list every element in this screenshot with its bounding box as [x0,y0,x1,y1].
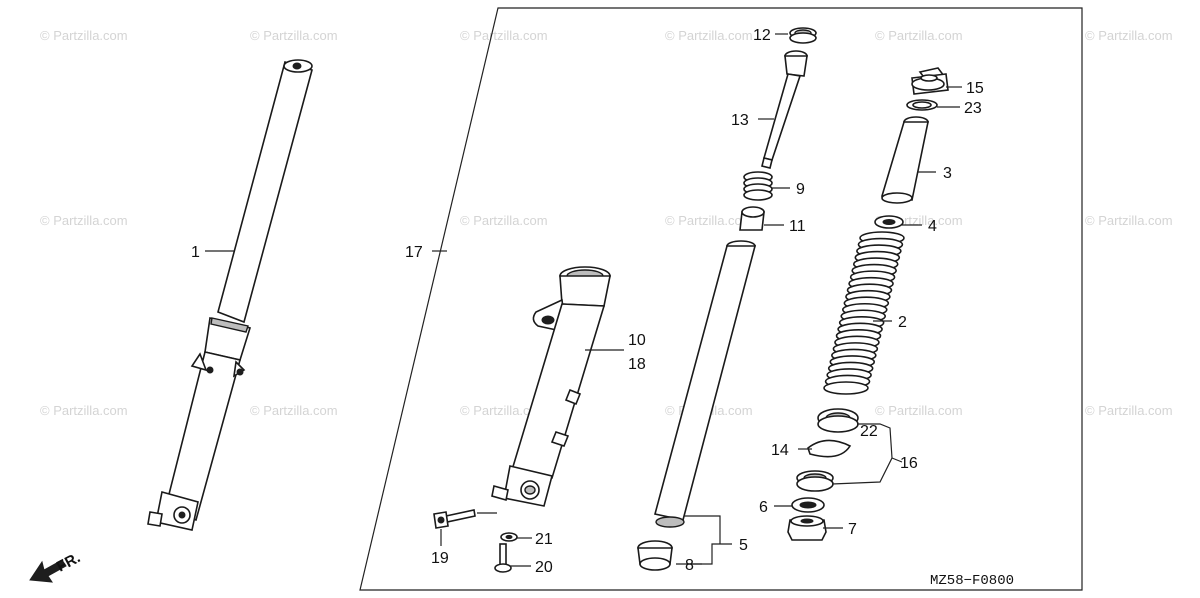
callout-8: 8 [685,557,694,574]
callout-14: 14 [771,442,789,459]
callout-20: 20 [535,559,553,576]
watermark: © Partzilla.com [40,213,128,228]
watermark: © Partzilla.com [665,28,753,43]
clip-part-14 [807,439,852,458]
bolt-part-19 [433,509,476,529]
callout-labels: 1 2 3 4 5 6 7 8 9 10 11 12 13 14 15 16 1… [191,27,984,576]
front-direction-label: FR. [54,549,83,575]
watermark: © Partzilla.com [40,403,128,418]
watermark: © Partzilla.com [460,28,548,43]
washer-part-4 [874,215,904,229]
callout-3: 3 [943,165,952,182]
watermark: © Partzilla.com [1085,213,1173,228]
oil-seal-part-22 [817,408,859,433]
spring-part-2 [823,231,905,395]
spring-part-9 [743,171,773,201]
callout-9: 9 [796,181,805,198]
callout-23: 23 [964,100,982,117]
callout-16: 16 [900,455,918,472]
watermark: © Partzilla.com [665,213,753,228]
watermark: © Partzilla.com [460,403,548,418]
watermark: © Partzilla.com [250,403,338,418]
callout-15: 15 [966,80,984,97]
callout-1: 1 [191,244,200,261]
callout-11: 11 [789,218,806,235]
callout-12: 12 [753,27,771,44]
callout-4: 4 [928,218,937,235]
o-ring-part-23 [906,99,938,111]
callout-19: 19 [431,550,449,567]
watermark: © Partzilla.com [875,403,963,418]
leader-lines [205,33,962,567]
washer-part-21 [500,532,518,542]
callout-5: 5 [739,537,748,554]
callout-7: 7 [848,521,857,538]
assembly-frame [359,7,1083,591]
callout-22: 22 [860,423,878,440]
callout-18: 18 [628,356,646,373]
callout-10: 10 [628,332,646,349]
callout-2: 2 [898,314,907,331]
watermark: © Partzilla.com [460,213,548,228]
callout-17: 17 [405,244,423,261]
watermark: © Partzilla.com [1085,403,1173,418]
fork-tube-part-5 [654,240,757,528]
piece-part-11 [739,206,765,231]
watermark: © Partzilla.com [875,28,963,43]
bolt-part-20 [494,543,512,573]
spring-coil [823,381,869,395]
ring-part-16 [796,470,834,492]
cap-bolt-part-15 [911,67,949,95]
ring-part-12 [789,27,817,44]
fork-slider-part-10-18 [491,266,611,507]
nut-part-7 [787,515,827,541]
callout-13: 13 [731,112,749,129]
damper-rod-part-13 [761,50,808,169]
callout-6: 6 [759,499,768,516]
spacer-part-3 [880,116,929,204]
diagram-code: MZ58−F0800 [930,573,1014,589]
bushing-part-8 [637,540,673,571]
watermark: © Partzilla.com [250,28,338,43]
watermark: © Partzilla.com [1085,28,1173,43]
watermark: © Partzilla.com [40,28,128,43]
washer-part-6 [791,497,825,513]
callout-21: 21 [535,531,553,548]
fork-assembly-part-1 [147,59,313,531]
front-direction-arrow: FR. [29,549,83,583]
